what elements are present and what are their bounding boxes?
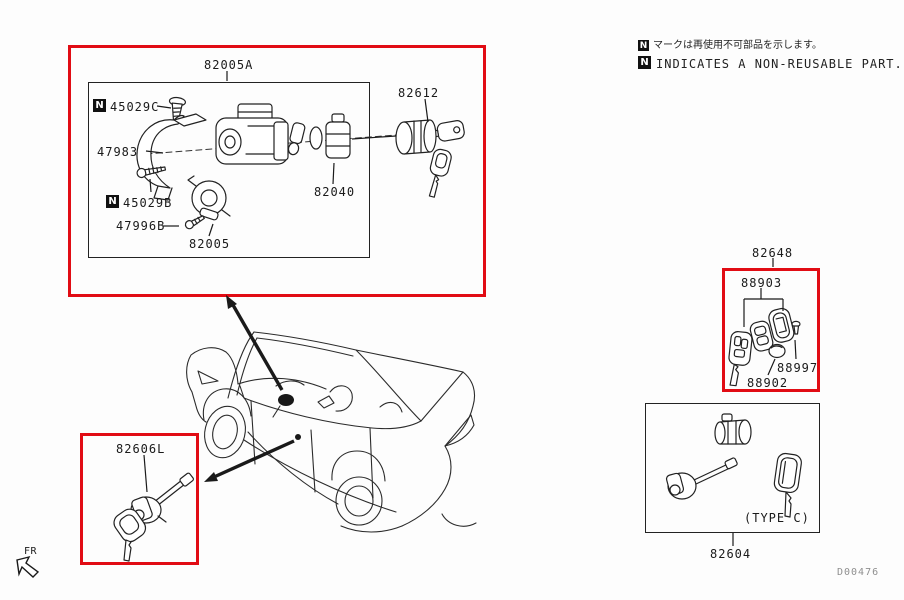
note-line-en: INDICATES A NON-REUSABLE PART. — [656, 57, 903, 71]
screw-45029b-drawing — [136, 166, 167, 179]
note-line-jp: マークは再使用不可部品を示します。 — [653, 40, 822, 51]
part-label-88902: 88902 — [747, 376, 789, 390]
ring-drawing — [309, 126, 323, 150]
ignition-switch-82040-drawing — [325, 113, 351, 159]
battery-88902-drawing — [768, 343, 786, 359]
lock-actuator-82005-drawing — [187, 175, 231, 221]
part-label-82604: 82604 — [710, 547, 752, 561]
part-label-45029c: 45029C — [110, 100, 160, 114]
part-label-82612: 82612 — [398, 86, 440, 100]
ignition-location-marker — [278, 394, 294, 406]
key-hanging-drawing — [428, 148, 452, 198]
part-label-82005: 82005 — [189, 237, 231, 251]
door-lock-rod-drawing — [665, 457, 738, 500]
flip-key-drawing — [728, 331, 753, 387]
part-label-82606l: 82606L — [116, 442, 166, 456]
type-c-set-drawing — [665, 413, 802, 518]
part-label-47983: 47983 — [97, 145, 139, 159]
non-reusable-badge-icon: N — [93, 99, 106, 112]
steering-lock-body-drawing — [215, 103, 289, 165]
fr-direction-arrow — [16, 555, 40, 578]
part-label-45029b: 45029B — [123, 196, 173, 210]
variant-label-type-c: (TYPE C) — [744, 511, 810, 525]
part-label-47996b: 47996B — [116, 219, 166, 233]
part-label-88997: 88997 — [777, 361, 819, 375]
part-label-82005a: 82005A — [204, 58, 254, 72]
screw-88997-drawing — [791, 320, 801, 335]
steering-assembly-inner-box — [88, 82, 370, 258]
remote-cover-drawing — [749, 320, 774, 352]
type-c-set-box — [645, 403, 820, 533]
door-key-drawing — [113, 508, 147, 543]
key-type-c-drawing — [773, 452, 802, 494]
callout-arrow-steering — [231, 304, 284, 391]
remote-key-callout-box — [722, 268, 820, 392]
connector-piece-drawing — [287, 122, 306, 156]
screw-47996b-drawing — [184, 215, 205, 230]
part-label-88903: 88903 — [741, 276, 783, 290]
cylinder-drawing — [714, 413, 752, 445]
diagram-code: D00476 — [837, 567, 880, 578]
part-label-82040: 82040 — [314, 185, 356, 199]
door-lock-drawing — [113, 472, 194, 562]
lock-rod-drawing — [153, 472, 194, 507]
fr-direction-label: FR — [24, 546, 38, 557]
non-reusable-badge-icon: N — [638, 56, 651, 69]
key-cylinder-82612-drawing — [395, 119, 465, 198]
steering-lock-exploded-drawing — [136, 96, 397, 230]
part-label-82648: 82648 — [752, 246, 794, 260]
steering-assembly-callout-box — [68, 45, 486, 297]
cylinder-body-drawing — [395, 119, 437, 155]
door-lock-callout-box — [80, 433, 199, 565]
remote-key-set-drawing — [728, 307, 801, 387]
door-lock-location-dot — [295, 434, 301, 440]
remote-back-cover-drawing — [768, 307, 795, 343]
callout-arrow-door — [213, 439, 295, 479]
vehicle-drawing — [186, 331, 477, 533]
non-reusable-badge-icon: N — [638, 40, 649, 51]
bolt-45029c-drawing — [168, 96, 187, 122]
non-reusable-badge-icon: N — [106, 195, 119, 208]
